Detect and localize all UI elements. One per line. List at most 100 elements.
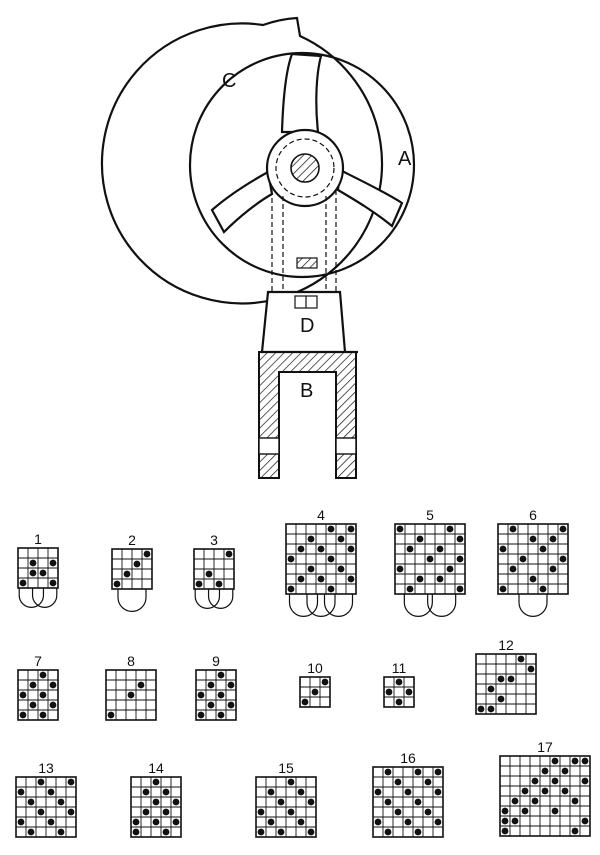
pattern-dot: [37, 808, 45, 816]
pattern-dot: [142, 808, 150, 816]
pattern-dot: [311, 688, 319, 696]
pattern-2: 2: [111, 532, 153, 612]
pattern-dot: [395, 698, 403, 706]
pattern-dot: [29, 569, 37, 577]
pattern-dot: [396, 525, 404, 533]
pattern-4: 4: [285, 507, 357, 617]
pattern-dot: [571, 797, 579, 805]
pattern-dot: [511, 797, 519, 805]
wheel-inner-rim: [188, 51, 416, 279]
spoke-right: [336, 168, 404, 228]
pattern-number: 14: [148, 760, 164, 776]
pattern-dot: [29, 559, 37, 567]
pattern-dot: [414, 798, 422, 806]
wheel-outer-rim: [100, 16, 384, 305]
pattern-dot: [172, 818, 180, 826]
hub-dashed-bore: [275, 138, 335, 198]
pattern-dot: [317, 575, 325, 583]
pattern-number: 5: [426, 507, 434, 523]
pattern-dot: [287, 585, 295, 593]
pattern-dot: [127, 691, 135, 699]
pattern-dot: [327, 585, 335, 593]
pattern-11: 11: [383, 660, 415, 708]
pattern-grid: [285, 523, 357, 595]
pattern-dot: [215, 580, 223, 588]
pattern-dot: [551, 757, 559, 765]
pattern-dot: [549, 565, 557, 573]
pattern-dot: [539, 545, 547, 553]
pattern-dot: [529, 535, 537, 543]
pattern-dot: [501, 817, 509, 825]
pattern-dot: [337, 565, 345, 573]
pattern-number: 6: [529, 507, 537, 523]
pattern-dot: [132, 818, 140, 826]
pattern-dot: [499, 545, 507, 553]
pattern-dot: [39, 711, 47, 719]
pattern-dot: [172, 798, 180, 806]
pattern-dot: [277, 828, 285, 836]
pattern-dot: [143, 550, 151, 558]
pattern-dot: [49, 559, 57, 567]
pattern-dot: [511, 817, 519, 825]
label-d: D: [300, 315, 314, 337]
label-a: A: [398, 148, 412, 170]
pattern-number: 3: [210, 532, 218, 548]
pattern-dot: [19, 711, 27, 719]
pattern-dot: [301, 698, 309, 706]
pattern-dot: [487, 685, 495, 693]
thread-loop: [427, 594, 457, 617]
pattern-dot: [395, 678, 403, 686]
pattern-dot: [207, 701, 215, 709]
pattern-dot: [509, 565, 517, 573]
pattern-dot: [501, 827, 509, 835]
pattern-dot: [317, 545, 325, 553]
pattern-dot: [227, 701, 235, 709]
pattern-dot: [549, 535, 557, 543]
pattern-dot: [561, 767, 569, 775]
pattern-dot: [571, 827, 579, 835]
pattern-dot: [49, 579, 57, 587]
thread-loop: [518, 594, 548, 617]
pattern-dot: [384, 798, 392, 806]
pattern-dot: [436, 545, 444, 553]
pattern-dot: [152, 778, 160, 786]
thread-loop: [306, 594, 336, 617]
pattern-dot: [49, 701, 57, 709]
fork-left-slot: [258, 437, 280, 455]
thread-loop: [194, 589, 221, 609]
pattern-dot: [29, 701, 37, 709]
spoke-top: [280, 52, 323, 134]
pattern-dot: [404, 818, 412, 826]
pattern-dot: [414, 768, 422, 776]
pattern-dot: [559, 555, 567, 563]
pattern-dot: [347, 525, 355, 533]
thread-loop: [403, 594, 433, 617]
pattern-dot: [446, 565, 454, 573]
pattern-12: 12: [475, 637, 537, 715]
pattern-dot: [307, 828, 315, 836]
pattern-dot: [581, 757, 589, 765]
pattern-dot: [152, 818, 160, 826]
pattern-dot: [374, 818, 382, 826]
pattern-16: 16: [372, 750, 444, 838]
pattern-dot: [217, 711, 225, 719]
pattern-dot: [29, 681, 37, 689]
pattern-dot: [531, 797, 539, 805]
pattern-3: 3: [193, 532, 235, 609]
pattern-dot: [257, 808, 265, 816]
pattern-dot: [404, 788, 412, 796]
pattern-dot: [162, 788, 170, 796]
pattern-15: 15: [255, 760, 317, 838]
wheel-assembly: C A D B: [100, 16, 416, 479]
pattern-dot: [307, 798, 315, 806]
pattern-number: 16: [400, 750, 416, 766]
pattern-dot: [297, 575, 305, 583]
pattern-dot: [113, 580, 121, 588]
pattern-dot: [416, 575, 424, 583]
pattern-dot: [384, 828, 392, 836]
pattern-number: 12: [498, 637, 514, 653]
pattern-dot: [39, 691, 47, 699]
pattern-dot: [434, 788, 442, 796]
